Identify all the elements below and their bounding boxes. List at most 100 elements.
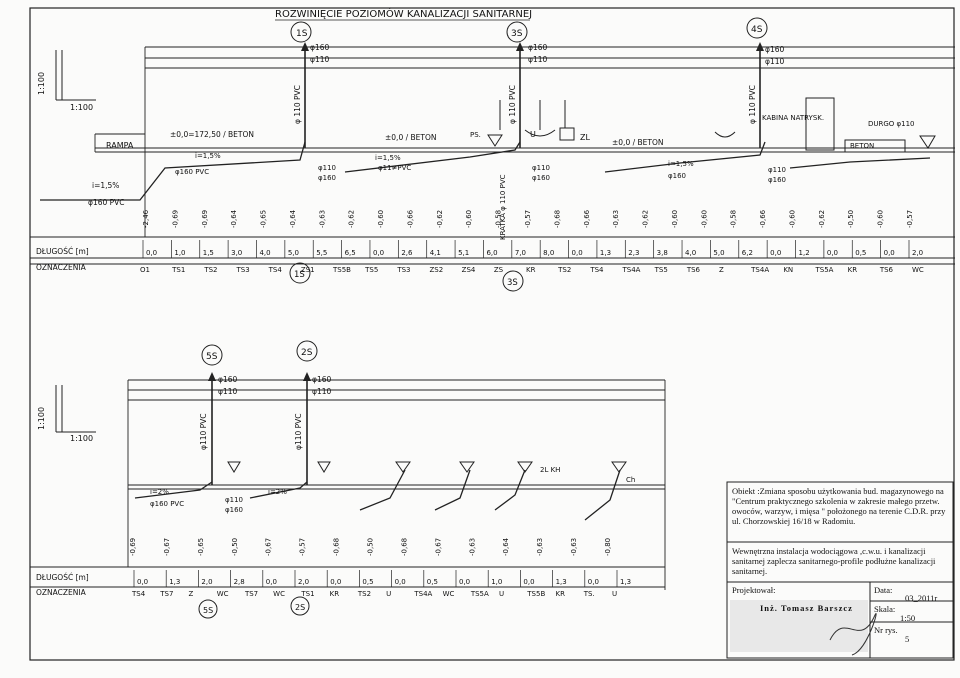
mark-label: TS6	[686, 266, 701, 274]
mark-label: U	[499, 590, 504, 598]
label-kabina: KABINA NATRYSK.	[762, 114, 824, 122]
tb-skala-value: 1:50	[900, 613, 916, 623]
length-value: 0,0	[827, 249, 838, 257]
riser-5S-id: 5S	[206, 352, 218, 362]
bottom-depths: -0,69-0,67-0,65-0,50-0,67-0,57-0,68-0,50…	[129, 537, 612, 556]
title-block-frame	[726, 481, 954, 659]
depth-value: -0,62	[818, 210, 826, 228]
depth-value: -0,68	[400, 538, 408, 556]
label-ps: PS.	[470, 131, 481, 139]
top-row-label-oznaczenia: OZNACZENIA	[36, 263, 87, 272]
top-mark-3S: 3S	[507, 278, 518, 288]
depth-value: -2,46	[142, 209, 150, 228]
bottom-row-label-dlugosc: DŁUGOŚĆ [m]	[36, 573, 89, 582]
mark-label: Z	[188, 590, 193, 598]
vertical-scale-top: 1:100 1:100	[37, 50, 96, 112]
depth-value: -0,64	[502, 537, 510, 556]
length-value: 5,0	[288, 249, 299, 257]
mark-label: TS5	[654, 266, 668, 274]
riser-1S-dtop: φ160	[310, 43, 329, 52]
depth-value: -0,63	[468, 538, 476, 556]
tb-obiekt: Obiekt :Zmiana sposobu użytkowania bud. …	[732, 486, 946, 526]
depth-value: -0,60	[700, 210, 708, 228]
top-depths: -2,46-0,69-0,69-0,64-0,65-0,64-0,63-0,62…	[142, 209, 914, 228]
depth-value: -0,69	[201, 210, 209, 228]
label-slope-a: i=1,5%	[195, 152, 221, 160]
mark-label: ZS4	[462, 266, 476, 274]
fixtures-right	[714, 97, 936, 153]
scale-horizontal-label-b: 1:100	[70, 434, 93, 443]
depth-value: -0,63	[536, 538, 544, 556]
length-value: 0,5	[855, 249, 866, 257]
scale-vertical-label-b: 1:100	[37, 407, 46, 430]
riser-4S: φ160 φ110 φ 110 PVC	[746, 17, 784, 148]
bottom-row-label-oznaczenia: OZNACZENIA	[36, 588, 87, 597]
length-value: 3,0	[231, 249, 242, 257]
top-row-label-dlugosc: DŁUGOŚĆ [m]	[36, 247, 89, 256]
length-value: 6,5	[345, 249, 356, 257]
length-value: 2,0	[201, 578, 212, 586]
label-slope-b: i=1,5%	[375, 154, 401, 162]
mark-label: TS.	[583, 590, 595, 598]
length-value: 0,0	[137, 578, 148, 586]
label-beton: BETON	[850, 142, 874, 150]
label-rampa: RAMPA	[106, 141, 134, 150]
label-pipe-a: φ160 PVC	[175, 168, 209, 176]
depth-value: -0,67	[434, 538, 442, 556]
depth-value: -0,57	[524, 210, 532, 228]
mark-label: TS2	[357, 590, 371, 598]
riser-1S-id: 1S	[296, 29, 308, 39]
depth-value: -0,57	[906, 210, 914, 228]
bottom-ch: Ch	[626, 476, 635, 484]
label-slope-left: i=1,5%	[92, 181, 119, 190]
riser-4S-pipe: φ 110 PVC	[748, 85, 757, 124]
mark-label: KR	[330, 590, 340, 598]
length-value: 1,0	[491, 578, 502, 586]
mark-label: ZS2	[430, 266, 444, 274]
mark-label: TS4	[131, 590, 146, 598]
mark-label: TS5A	[815, 266, 834, 274]
depth-value: -0,63	[612, 210, 620, 228]
depth-value: -0,62	[348, 210, 356, 228]
depth-value: -0,60	[877, 210, 885, 228]
stamp	[730, 600, 877, 656]
mark-label: WC	[443, 590, 455, 598]
riser-1S-din: φ110	[310, 55, 329, 64]
length-value: 2,0	[912, 249, 923, 257]
depth-value: -0,64	[289, 209, 297, 228]
mark-label: TS4A	[413, 590, 432, 598]
mark-label: TS4	[268, 266, 283, 274]
length-value: 4,0	[259, 249, 270, 257]
drawing-title: ROZWINIĘCIE POZIOMÓW KANALIZACJI SANITAR…	[275, 7, 532, 20]
depth-value: -0,69	[129, 538, 137, 556]
bottom-fixtures	[227, 461, 627, 473]
length-value: 1,3	[556, 578, 567, 586]
length-value: 0,5	[362, 578, 373, 586]
scale-horizontal-label: 1:100	[70, 103, 93, 112]
riser-4S-din: φ110	[765, 57, 784, 66]
label-durgo: DURGO φ110	[868, 120, 915, 128]
length-value: 4,0	[685, 249, 696, 257]
length-value: 2,8	[234, 578, 245, 586]
mark-label: TS4A	[750, 266, 769, 274]
bottom-slope2: i=2%	[268, 488, 287, 496]
tb-nr-label: Nr rys.	[874, 625, 898, 635]
length-value: 7,0	[515, 249, 526, 257]
length-value: 0,5	[427, 578, 438, 586]
mark-label: TS3	[396, 266, 410, 274]
length-value: 0,0	[330, 578, 341, 586]
label-pipe-c: φ160	[668, 172, 686, 180]
mark-label: KR	[848, 266, 858, 274]
top-profile-table	[30, 236, 955, 265]
depth-value: -0,62	[436, 210, 444, 228]
mark-label: TS5A	[470, 590, 489, 598]
depth-value: -0,68	[333, 538, 341, 556]
label-level3: ±0,0 / BETON	[612, 138, 664, 147]
depth-value: -0,57	[299, 538, 307, 556]
length-value: 0,0	[770, 249, 781, 257]
length-value: 6,2	[742, 249, 753, 257]
length-value: 1,5	[203, 249, 214, 257]
